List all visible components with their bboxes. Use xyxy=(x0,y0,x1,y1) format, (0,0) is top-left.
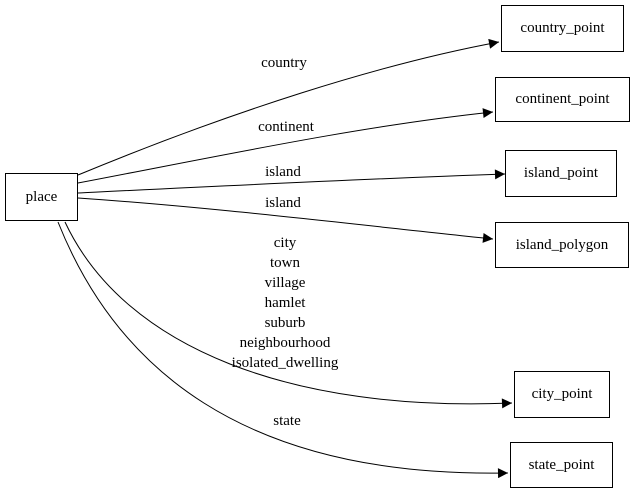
edge-place-island-polygon xyxy=(77,197,494,243)
node-island-point: island_point xyxy=(505,150,617,197)
node-country-point-label: country_point xyxy=(520,20,605,36)
node-island-point-label: island_point xyxy=(523,165,599,181)
edge-label-country: country xyxy=(261,55,307,71)
edge-place-state-point xyxy=(57,221,509,479)
edge-label-continent: continent xyxy=(258,119,314,135)
node-city-point-label: city_point xyxy=(531,386,593,402)
edge-label-island-point: island xyxy=(265,164,301,180)
edge-place-continent-point xyxy=(77,108,494,184)
edge-label-island-polygon: island xyxy=(265,195,301,211)
node-state-point: state_point xyxy=(510,442,613,488)
node-country-point: country_point xyxy=(501,5,624,52)
edge-label-city-point: city town village hamlet suburb neighbou… xyxy=(231,235,339,371)
node-island-polygon-label: island_polygon xyxy=(515,236,609,253)
node-island-polygon: island_polygon xyxy=(495,222,629,268)
node-place: place xyxy=(5,173,78,221)
node-place-label: place xyxy=(25,188,58,205)
edge-label-state-point: state xyxy=(273,413,301,429)
edge-place-country-point xyxy=(77,38,500,176)
node-state-point-label: state_point xyxy=(528,456,595,473)
node-city-point: city_point xyxy=(514,371,610,418)
edge-place-island-point xyxy=(77,169,506,194)
node-continent-point: continent_point xyxy=(495,77,630,122)
node-continent-point-label: continent_point xyxy=(515,91,610,107)
edge-place-city-point xyxy=(64,221,513,409)
